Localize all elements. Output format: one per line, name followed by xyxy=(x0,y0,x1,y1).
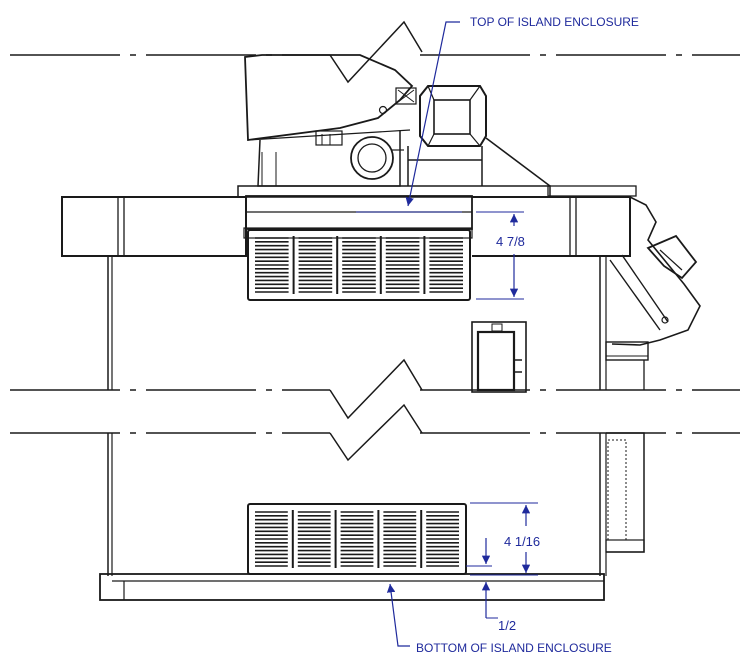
upper-vent-grille xyxy=(247,229,471,301)
top-enclosure-callout: TOP OF ISLAND ENCLOSURE xyxy=(356,15,639,213)
middle-break-line-upper xyxy=(10,358,740,420)
top-of-island-enclosure-label: TOP OF ISLAND ENCLOSURE xyxy=(470,15,639,29)
lower-vent-grille xyxy=(247,503,467,575)
electrical-outlet xyxy=(471,321,527,393)
bottom-enclosure-callout: BOTTOM OF ISLAND ENCLOSURE xyxy=(386,583,612,655)
cabinet-body xyxy=(107,256,645,576)
swing-bracket xyxy=(605,196,701,361)
lower-vent-height-label: 4 1/16 xyxy=(504,534,540,549)
side-rails xyxy=(61,196,631,257)
lower-vent-dimension: 4 1/16 xyxy=(470,502,540,576)
top-break-line xyxy=(10,20,740,84)
bottom-of-island-enclosure-label: BOTTOM OF ISLAND ENCLOSURE xyxy=(416,641,612,655)
upper-vent-dimension: 4 7/8 xyxy=(476,211,525,300)
hood-equipment xyxy=(244,54,551,187)
base-plinth xyxy=(99,573,605,601)
offset-dimension: 1/2 xyxy=(466,538,516,633)
break-lines xyxy=(10,20,740,462)
middle-break-line-lower xyxy=(10,403,740,462)
lower-vent-offset-label: 1/2 xyxy=(498,618,516,633)
upper-vent-height-label: 4 7/8 xyxy=(496,234,525,249)
